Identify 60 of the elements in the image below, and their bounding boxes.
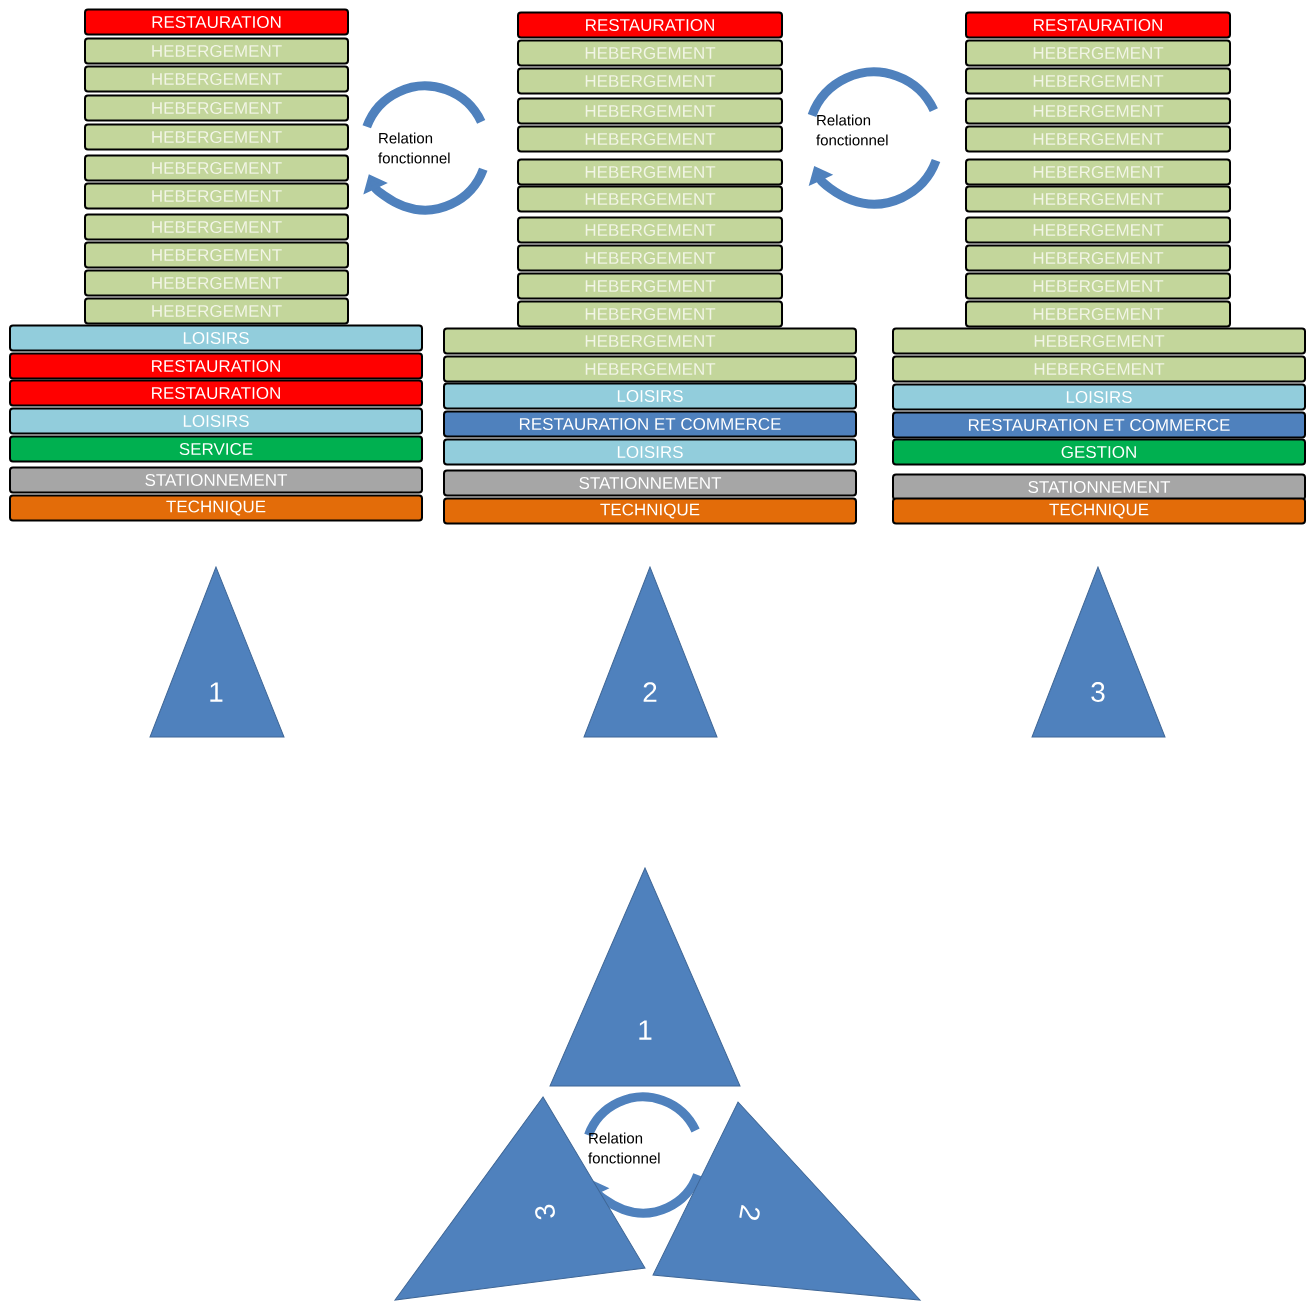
layer-box: HEBERGEMENT [84, 297, 349, 325]
layer-box: HEBERGEMENT [517, 272, 783, 300]
triangle: 1 [549, 867, 741, 1087]
layer-box: HEBERGEMENT [965, 67, 1231, 95]
layer-box: RESTAURATION [9, 379, 423, 407]
layer-box: HEBERGEMENT [965, 158, 1231, 186]
layer-box: TECHNIQUE [9, 494, 423, 522]
layer-box: HEBERGEMENT [965, 300, 1231, 328]
layer-box: RESTAURATION [9, 352, 423, 380]
layer-box: TECHNIQUE [443, 497, 857, 525]
layer-box: STATIONNEMENT [443, 469, 857, 497]
layer-box: LOISIRS [9, 324, 423, 352]
layer-box: HEBERGEMENT [517, 39, 783, 67]
layer-box: SERVICE [9, 435, 423, 463]
triangle: 3 [1031, 566, 1166, 738]
layer-box: HEBERGEMENT [84, 154, 349, 182]
layer-box: RESTAURATION ET COMMERCE [443, 410, 857, 438]
layer-box: HEBERGEMENT [517, 125, 783, 153]
layer-box: TECHNIQUE [892, 497, 1306, 525]
layer-box: HEBERGEMENT [84, 182, 349, 210]
layer-box: STATIONNEMENT [9, 466, 423, 494]
layer-box: HEBERGEMENT [517, 97, 783, 125]
triangle: 1 [149, 566, 285, 738]
triangle: 2 [583, 566, 718, 738]
layer-box: HEBERGEMENT [965, 272, 1231, 300]
layer-box: HEBERGEMENT [965, 216, 1231, 244]
layer-box: HEBERGEMENT [517, 67, 783, 95]
layer-box: HEBERGEMENT [517, 185, 783, 213]
layer-box: HEBERGEMENT [965, 97, 1231, 125]
layer-box: HEBERGEMENT [84, 123, 349, 151]
layer-box: STATIONNEMENT [892, 473, 1306, 501]
layer-box: HEBERGEMENT [965, 185, 1231, 213]
layer-box: RESTAURATION [84, 8, 349, 36]
layer-box: HEBERGEMENT [892, 355, 1306, 383]
layer-box: HEBERGEMENT [84, 241, 349, 269]
layer-box: HEBERGEMENT [892, 327, 1306, 355]
layer-box: HEBERGEMENT [443, 355, 857, 383]
layer-box: HEBERGEMENT [517, 244, 783, 272]
layer-box: RESTAURATION [517, 11, 783, 39]
layer-box: HEBERGEMENT [443, 327, 857, 355]
cycle-label: Relation fonctionnel [378, 132, 450, 164]
layer-box: GESTION [892, 438, 1306, 466]
layer-box: RESTAURATION [965, 11, 1231, 39]
layer-box: LOISIRS [443, 382, 857, 410]
layer-box: HEBERGEMENT [965, 39, 1231, 67]
layer-box: HEBERGEMENT [517, 158, 783, 186]
layer-box: HEBERGEMENT [84, 94, 349, 122]
layer-box: HEBERGEMENT [965, 125, 1231, 153]
layer-box: HEBERGEMENT [517, 300, 783, 328]
layer-box: HEBERGEMENT [84, 37, 349, 65]
layer-box: HEBERGEMENT [84, 269, 349, 297]
cycle-label: Relation fonctionnel [816, 114, 888, 146]
layer-box: HEBERGEMENT [84, 213, 349, 241]
layer-box: HEBERGEMENT [965, 244, 1231, 272]
layer-box: RESTAURATION ET COMMERCE [892, 411, 1306, 439]
layer-box: HEBERGEMENT [517, 216, 783, 244]
layer-box: LOISIRS [892, 383, 1306, 411]
layer-box: LOISIRS [9, 407, 423, 435]
layer-box: LOISIRS [443, 438, 857, 466]
layer-box: HEBERGEMENT [84, 65, 349, 93]
